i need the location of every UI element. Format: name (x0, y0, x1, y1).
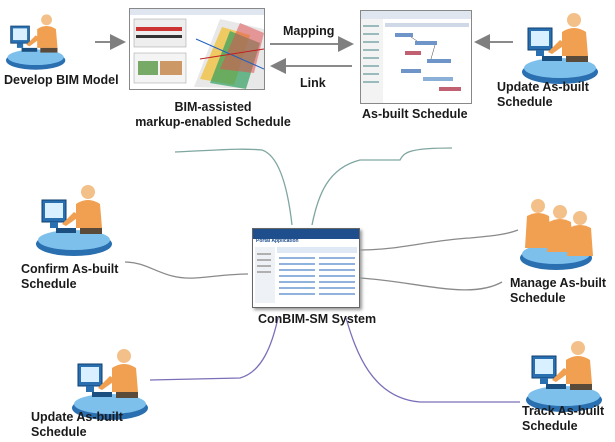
curve-bottom-right (345, 317, 520, 403)
asbuilt-schedule-label: As-built Schedule (362, 107, 468, 121)
update-top-label-line2: Schedule (497, 95, 553, 109)
curve-left (124, 261, 249, 279)
confirm-label-line1: Confirm As-built (21, 262, 119, 276)
update-top-label-line1: Update As-built (497, 80, 589, 94)
curve-bottom-left (149, 317, 279, 381)
update-bottom-label-line2: Schedule (31, 425, 87, 439)
bim-schedule-label: BIM-assisted markup-enabled Schedule (128, 100, 298, 130)
manage-label-line2: Schedule (510, 291, 566, 305)
curve-right-lower (359, 277, 503, 291)
update-bottom-label: Update As-built Schedule (31, 410, 123, 440)
manage-label: Manage As-built Schedule (510, 276, 606, 306)
confirm-label-line2: Schedule (21, 277, 77, 291)
manage-label-line1: Manage As-built (510, 276, 607, 290)
asbuilt-schedule-thumbnail (360, 10, 472, 104)
curve-top-right (311, 147, 453, 226)
mapping-label: Mapping (283, 24, 335, 38)
portal-content-graphic (255, 247, 357, 303)
track-label-line1: Track As-built (522, 404, 605, 418)
bim-schedule-label-line2: markup-enabled Schedule (135, 115, 291, 129)
portal-header (253, 229, 359, 239)
update-top-label: Update As-built Schedule (497, 80, 589, 110)
confirm-label: Confirm As-built Schedule (21, 262, 118, 292)
track-label-line2: Schedule (522, 419, 578, 433)
portal-title: Portal Application (256, 238, 299, 244)
gantt-chart-graphic (361, 11, 471, 103)
manage-group-icon (520, 199, 593, 270)
system-label: ConBIM-SM System (258, 312, 377, 326)
link-label: Link (300, 76, 326, 90)
develop-label: Develop BIM Model (4, 73, 119, 87)
update-bottom-label-line1: Update As-built (31, 410, 123, 424)
portal-application-screen: Portal Application (252, 228, 360, 308)
curve-top-left (174, 148, 293, 226)
track-label: Track As-built Schedule (522, 404, 604, 434)
bim-schedule-label-line1: BIM-assisted (174, 100, 252, 114)
bim-model-thumbnail (129, 8, 265, 90)
bim-3d-render (130, 9, 264, 89)
curve-right-upper (359, 229, 519, 251)
